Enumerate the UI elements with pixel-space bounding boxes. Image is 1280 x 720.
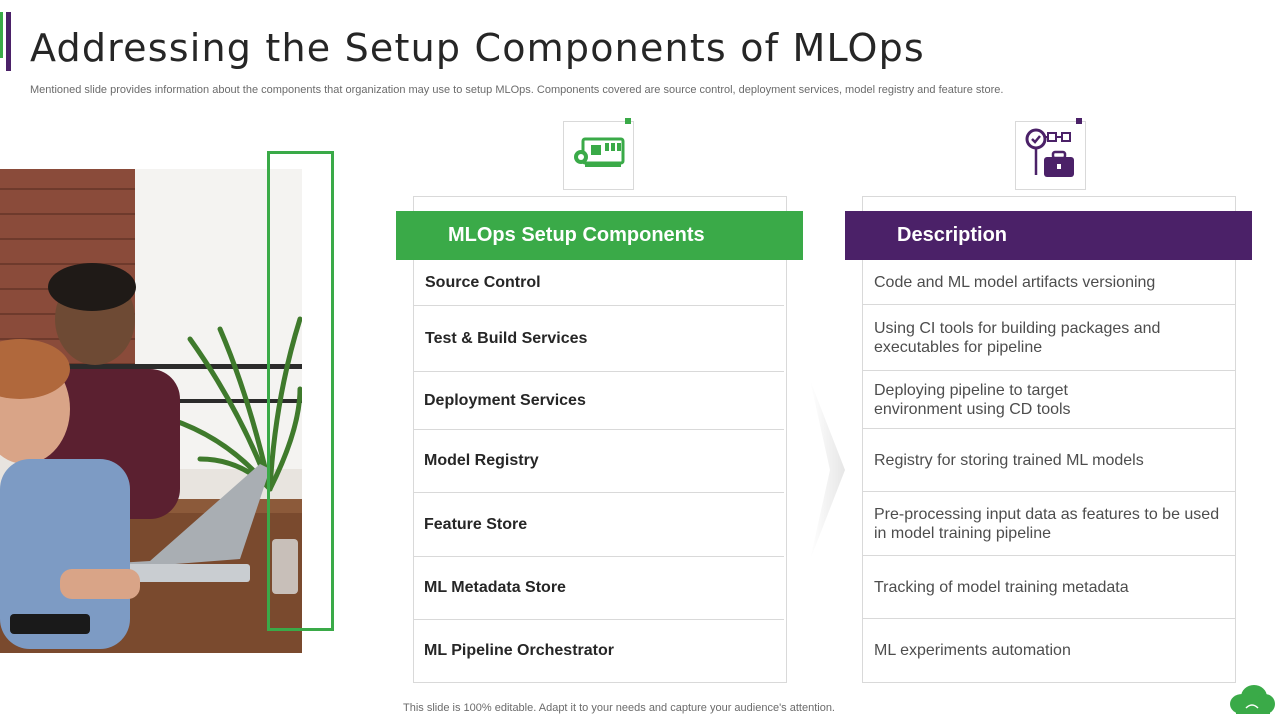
- left-column-frame: [413, 196, 787, 683]
- table-row: Using CI tools for building packages and…: [863, 305, 1235, 371]
- left-icon-box: [563, 121, 634, 190]
- table-row: Model Registry: [414, 430, 784, 493]
- left-column-header: MLOps Setup Components: [396, 211, 803, 260]
- page-title: Addressing the Setup Components of MLOps: [30, 26, 925, 70]
- page-subtitle: Mentioned slide provides information abo…: [30, 84, 1004, 96]
- table-row: Tracking of model training metadata: [863, 556, 1235, 619]
- circuit-board-icon: [571, 135, 627, 176]
- table-row: ML Metadata Store: [414, 557, 784, 620]
- table-row: Source Control: [414, 260, 784, 306]
- arrow-separator-icon: [810, 380, 845, 560]
- right-icon-dot: [1076, 118, 1082, 124]
- table-row: ML experiments automation: [874, 642, 1071, 659]
- table-row: Code and ML model artifacts versioning: [863, 260, 1235, 305]
- table-row: Pre-processing input data as features to…: [863, 492, 1235, 556]
- table-row: Test & Build Services: [414, 306, 784, 372]
- left-icon-dot: [625, 118, 631, 124]
- table-row: Registry for storing trained ML models: [863, 429, 1235, 492]
- title-accent-purple: [6, 12, 11, 71]
- title-accent-green: [0, 12, 3, 58]
- table-row: Deployment Services: [414, 372, 784, 430]
- right-column-header: Description: [845, 211, 1252, 260]
- office-photo: [0, 169, 302, 653]
- right-icon-box: [1015, 121, 1086, 190]
- cloud-icon: [1230, 685, 1275, 714]
- toolbox-gear-icon: [1024, 125, 1078, 186]
- table-row: Deploying pipeline to target environment…: [863, 371, 1235, 429]
- photo-frame: [267, 151, 334, 631]
- footer-note: This slide is 100% editable. Adapt it to…: [403, 702, 835, 714]
- table-row: Feature Store: [414, 493, 784, 557]
- right-column-frame: [862, 196, 1236, 683]
- table-row: ML Pipeline Orchestrator: [424, 642, 614, 659]
